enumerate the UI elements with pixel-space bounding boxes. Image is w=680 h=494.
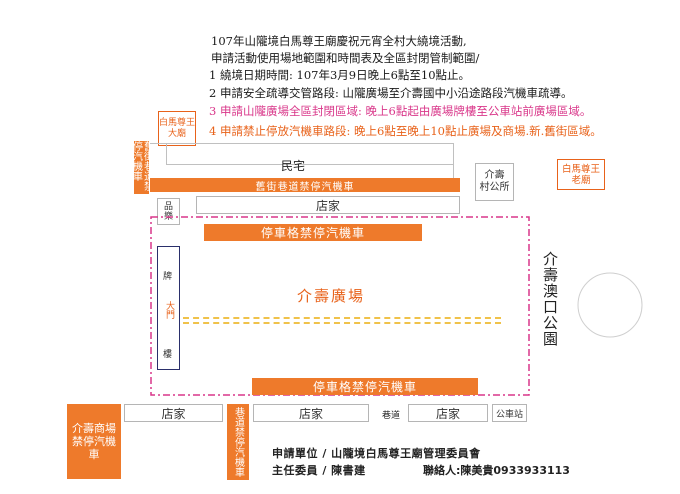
gate-bot-char: 樓 bbox=[163, 350, 173, 360]
alley-no-parking-bar: 巷道禁停汽機車 bbox=[227, 404, 249, 480]
bus-stop-box: 公車站 bbox=[492, 404, 527, 422]
no-parking-top-bar: 停車格禁停汽機車 bbox=[204, 224, 422, 241]
store-mid-box: 店家 bbox=[253, 404, 369, 422]
plaza-label: 介壽廣場 bbox=[297, 287, 366, 305]
gate-mid-label: 大門 bbox=[164, 301, 174, 319]
temple-main-box: 白馬尊王 大廟 bbox=[158, 111, 196, 146]
header-item-2: 2 申請安全疏導交管路段: 山隴廣場至介壽國中小沿途路段汽機車疏導。 bbox=[209, 86, 573, 100]
gate-top-char: 牌 bbox=[163, 272, 173, 282]
header-item-1: 1 繞境日期時間: 107年3月9日晚上6點至10點止。 bbox=[209, 68, 471, 82]
closure-area-outline bbox=[150, 216, 530, 396]
procession-route-line-1 bbox=[183, 317, 501, 321]
store-mid-label: 店家 bbox=[298, 406, 323, 421]
footer-contact: 聯絡人:陳美貴0933933113 bbox=[423, 464, 570, 477]
footer-chairman: 主任委員 / 陳書建 bbox=[272, 464, 366, 477]
park-circle bbox=[577, 272, 643, 338]
alley-label: 巷道 bbox=[382, 411, 401, 421]
store-right-label: 店家 bbox=[435, 406, 460, 421]
temple-old-box: 白馬尊王 老廟 bbox=[557, 159, 605, 190]
no-parking-bottom-bar: 停車格禁停汽機車 bbox=[252, 378, 478, 395]
header-title-1: 107年山隴境白馬尊王廟慶祝元宵全村大繞境活動, bbox=[211, 34, 467, 48]
footer-organization: 申請單位 / 山隴境白馬尊王廟管理委員會 bbox=[272, 447, 481, 460]
procession-route-line-2 bbox=[183, 322, 501, 326]
park-label: 介壽澳口公園 bbox=[541, 251, 559, 347]
residence-inner-line-h bbox=[166, 164, 453, 165]
header-item-4: 4 申請禁止停放汽機車路段: 晚上6點至晚上10點止廣場及商場.新.舊街區域。 bbox=[209, 124, 602, 138]
old-street-no-parking-bar: 舊街巷道禁停汽機車 bbox=[150, 178, 460, 193]
store-right-box: 店家 bbox=[408, 404, 488, 422]
market-no-parking-block: 介壽商場 禁停汽機車 bbox=[67, 404, 121, 479]
residence-label: 民宅 bbox=[281, 159, 306, 173]
store-top-row: 店家 bbox=[196, 196, 460, 214]
store-top-label: 店家 bbox=[315, 198, 340, 213]
store-left-box: 店家 bbox=[124, 404, 223, 422]
old-street-vertical-bar: 舊街巷道禁停汽機車 bbox=[131, 141, 153, 194]
village-office-box: 介壽 村公所 bbox=[475, 163, 514, 201]
gate-arch: 牌 大門 樓 bbox=[157, 246, 180, 370]
store-left-label: 店家 bbox=[161, 406, 186, 421]
header-item-3: 3 申請山隴廣場全區封閉區域: 晚上6點起由廣場牌樓至公車站前廣場區域。 bbox=[209, 104, 592, 118]
residence-inner-line bbox=[166, 143, 167, 165]
header-title-2: 申請活動使用場地範圍和時間表及全區封閉管制範圍/ bbox=[211, 51, 480, 65]
